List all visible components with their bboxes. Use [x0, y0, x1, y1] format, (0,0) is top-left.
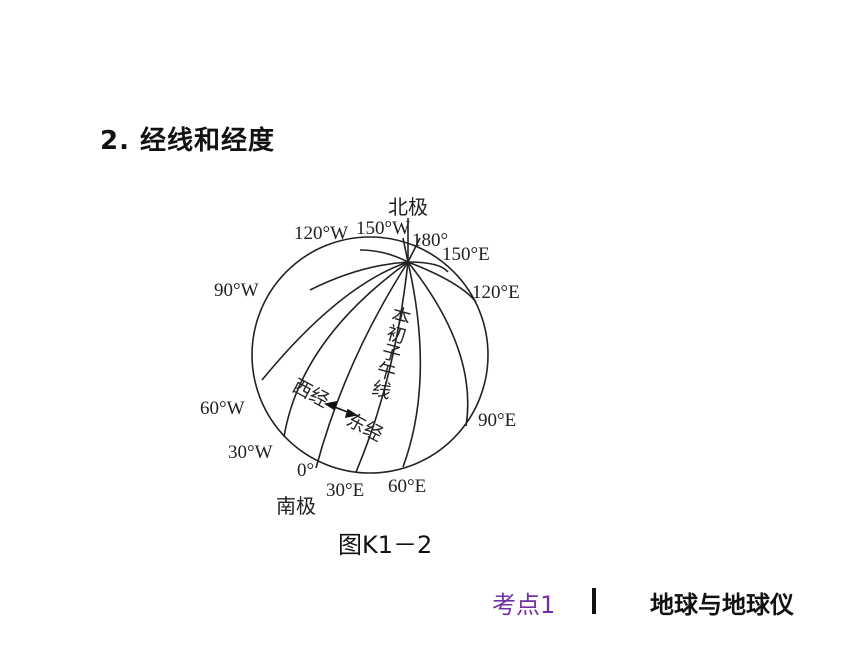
label-120e: 120°E — [472, 282, 520, 303]
meridian-90e — [407, 261, 469, 427]
label-120w: 120°W — [294, 223, 348, 244]
meridian-120e — [407, 261, 477, 303]
meridian-180 — [407, 237, 421, 263]
meridian-90w — [309, 261, 409, 291]
label-180: 180° — [412, 230, 448, 251]
south-pole-label: 南极 — [276, 495, 316, 518]
footer-separator — [592, 588, 596, 614]
footer-topic-link[interactable]: 考点1 — [492, 591, 556, 619]
meridian-60w — [261, 261, 409, 381]
label-60e: 60°E — [388, 476, 426, 497]
label-90e: 90°E — [478, 410, 516, 431]
meridian-150w — [402, 237, 409, 263]
label-30w: 30°W — [228, 442, 273, 463]
footer-title: 地球与地球仪 — [650, 591, 794, 619]
label-90w: 90°W — [214, 280, 259, 301]
east-longitude-label: 东经 — [343, 409, 387, 446]
figure-caption: 图K1－2 — [338, 531, 433, 559]
globe-outline — [251, 236, 489, 474]
label-150w: 150°W — [356, 218, 410, 239]
arrow-east-head — [344, 408, 359, 419]
label-60w: 60°W — [200, 398, 245, 419]
meridian-30e — [355, 261, 409, 473]
prime-meridian-label: 本初子午线 — [367, 303, 412, 401]
west-longitude-label: 西经 — [289, 375, 333, 412]
label-0: 0° — [297, 460, 314, 481]
north-pole-label: 北极 — [388, 196, 428, 219]
label-150e: 150°E — [442, 244, 490, 265]
meridian-30w — [283, 261, 409, 438]
meridian-150e — [407, 261, 449, 273]
meridian-120w — [359, 249, 409, 263]
arrow-west-head — [323, 400, 338, 411]
meridian-60e — [402, 261, 422, 468]
meridian-prime — [315, 261, 409, 469]
label-30e: 30°E — [326, 480, 364, 501]
section-title: 2. 经线和经度 — [100, 126, 276, 156]
